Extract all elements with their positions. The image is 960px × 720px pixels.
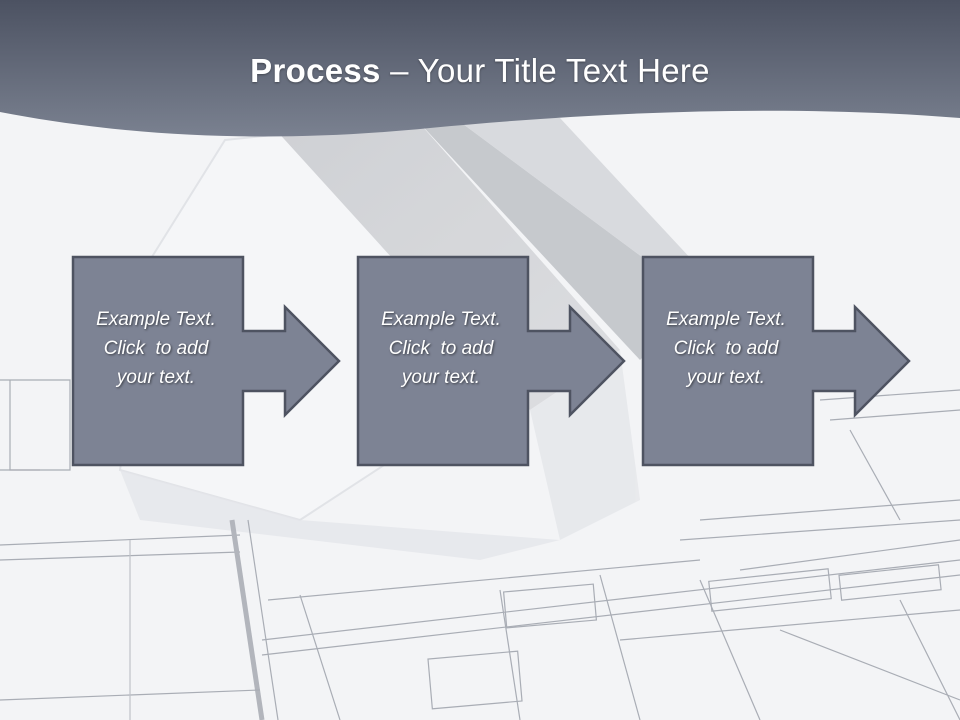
- step-line: Click to add: [673, 338, 779, 359]
- step-text: Example Text. Click to add your text.: [358, 305, 524, 392]
- step-line: Click to add: [388, 338, 494, 359]
- blueprint-lines: [0, 379, 960, 720]
- arrow-shape: [641, 255, 911, 467]
- step-text: Example Text. Click to add your text.: [73, 305, 239, 392]
- step-line: your text.: [401, 367, 481, 388]
- arrow-shape: [71, 255, 341, 467]
- step-line: Click to add: [103, 338, 209, 359]
- process-step-3[interactable]: Example Text. Click to add your text.: [641, 255, 913, 467]
- step-text: Example Text. Click to add your text.: [643, 305, 809, 392]
- step-line: your text.: [116, 367, 196, 388]
- step-line: your text.: [686, 367, 766, 388]
- arrow-shape: [356, 255, 626, 467]
- process-step-1[interactable]: Example Text. Click to add your text.: [71, 255, 343, 467]
- step-line: Example Text.: [96, 309, 216, 330]
- step-line: Example Text.: [666, 309, 786, 330]
- title-rest: – Your Title Text Here: [380, 52, 710, 89]
- process-step-2[interactable]: Example Text. Click to add your text.: [356, 255, 628, 467]
- page-title: Process – Your Title Text Here: [0, 52, 960, 90]
- title-bold: Process: [250, 52, 381, 89]
- step-line: Example Text.: [381, 309, 501, 330]
